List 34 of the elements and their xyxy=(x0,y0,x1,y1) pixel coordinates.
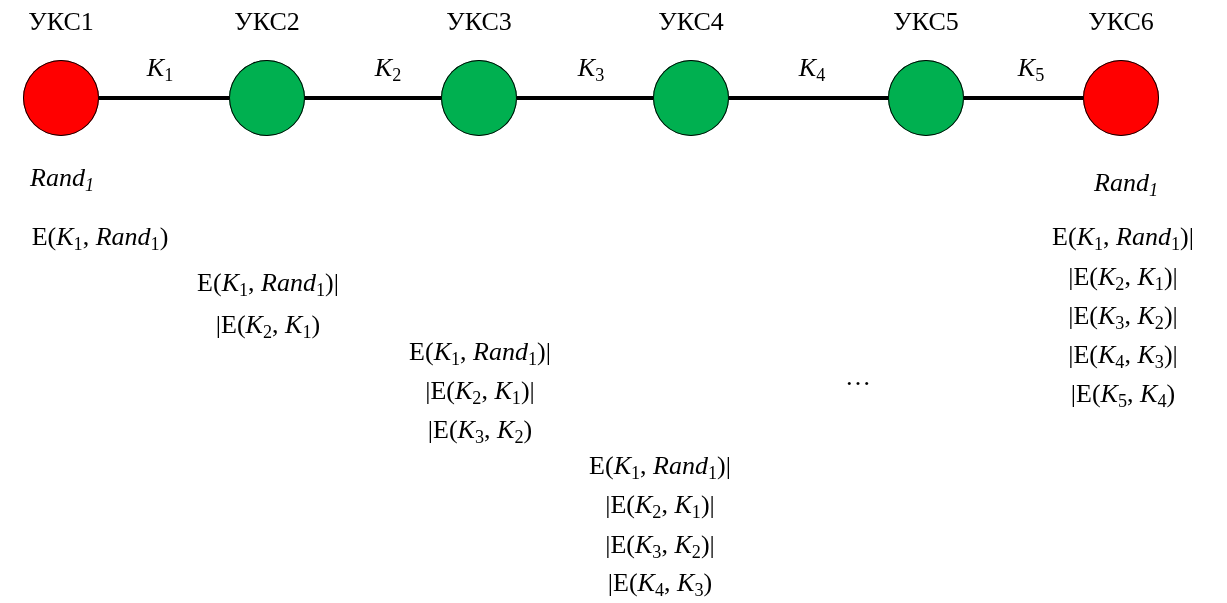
node-heading: УКС4 xyxy=(658,7,724,37)
formula-text: |E(K$_{3}$, K$_{2}$)| xyxy=(605,530,715,560)
formula-text: |E(K$_{4}$, K$_{3}$)| xyxy=(1068,340,1178,370)
formula-text: |E(K$_{3}$, K$_{2}$)| xyxy=(1068,301,1178,331)
node-heading: УКС1 xyxy=(28,7,94,37)
node-heading: УКС2 xyxy=(234,7,300,37)
formula-text: |E(K$_{2}$, K$_{1}$)| xyxy=(425,376,535,406)
node-heading: УКС5 xyxy=(893,7,959,37)
node-annotation: Rand$_{1}$ xyxy=(1094,168,1158,198)
edge-label: K$_{2}$ xyxy=(374,53,402,83)
formula-text: |E(K$_{5}$, K$_{4}$) xyxy=(1070,379,1176,409)
formula-text: |E(K$_{4}$, K$_{3}$) xyxy=(607,568,713,598)
formula-text: |E(K$_{2}$, K$_{1}$)| xyxy=(605,490,715,520)
formula-text: E(K$_{1}$, Rand$_{1}$)| xyxy=(409,337,551,367)
formula-text: E(K$_{1}$, Rand$_{1}$)| xyxy=(197,268,339,298)
connector-line xyxy=(964,96,1083,100)
formula-text: E(K$_{1}$, Rand$_{1}$)| xyxy=(1052,222,1194,252)
formula-text: |E(K$_{2}$, K$_{1}$)| xyxy=(1068,262,1178,292)
edge-label: K$_{3}$ xyxy=(577,53,605,83)
edge-label: K$_{5}$ xyxy=(1017,53,1045,83)
connector-line xyxy=(99,96,229,100)
formula-text: |E(K$_{3}$, K$_{2}$) xyxy=(427,415,533,445)
edge-label: K$_{4}$ xyxy=(798,53,826,83)
node-annotation: Rand$_{1}$ xyxy=(30,163,94,193)
connector-line xyxy=(517,96,653,100)
formula-text: … xyxy=(845,362,871,392)
node-heading: УКС6 xyxy=(1088,7,1154,37)
connector-line xyxy=(729,96,888,100)
formula-text: |E(K$_{2}$, K$_{1}$) xyxy=(215,310,321,340)
edge-label: K$_{1}$ xyxy=(146,53,174,83)
formula-text: E(K$_{1}$, Rand$_{1}$) xyxy=(31,222,169,252)
connector-line xyxy=(305,96,441,100)
formula-text: E(K$_{1}$, Rand$_{1}$)| xyxy=(589,451,731,481)
node-heading: УКС3 xyxy=(446,7,512,37)
